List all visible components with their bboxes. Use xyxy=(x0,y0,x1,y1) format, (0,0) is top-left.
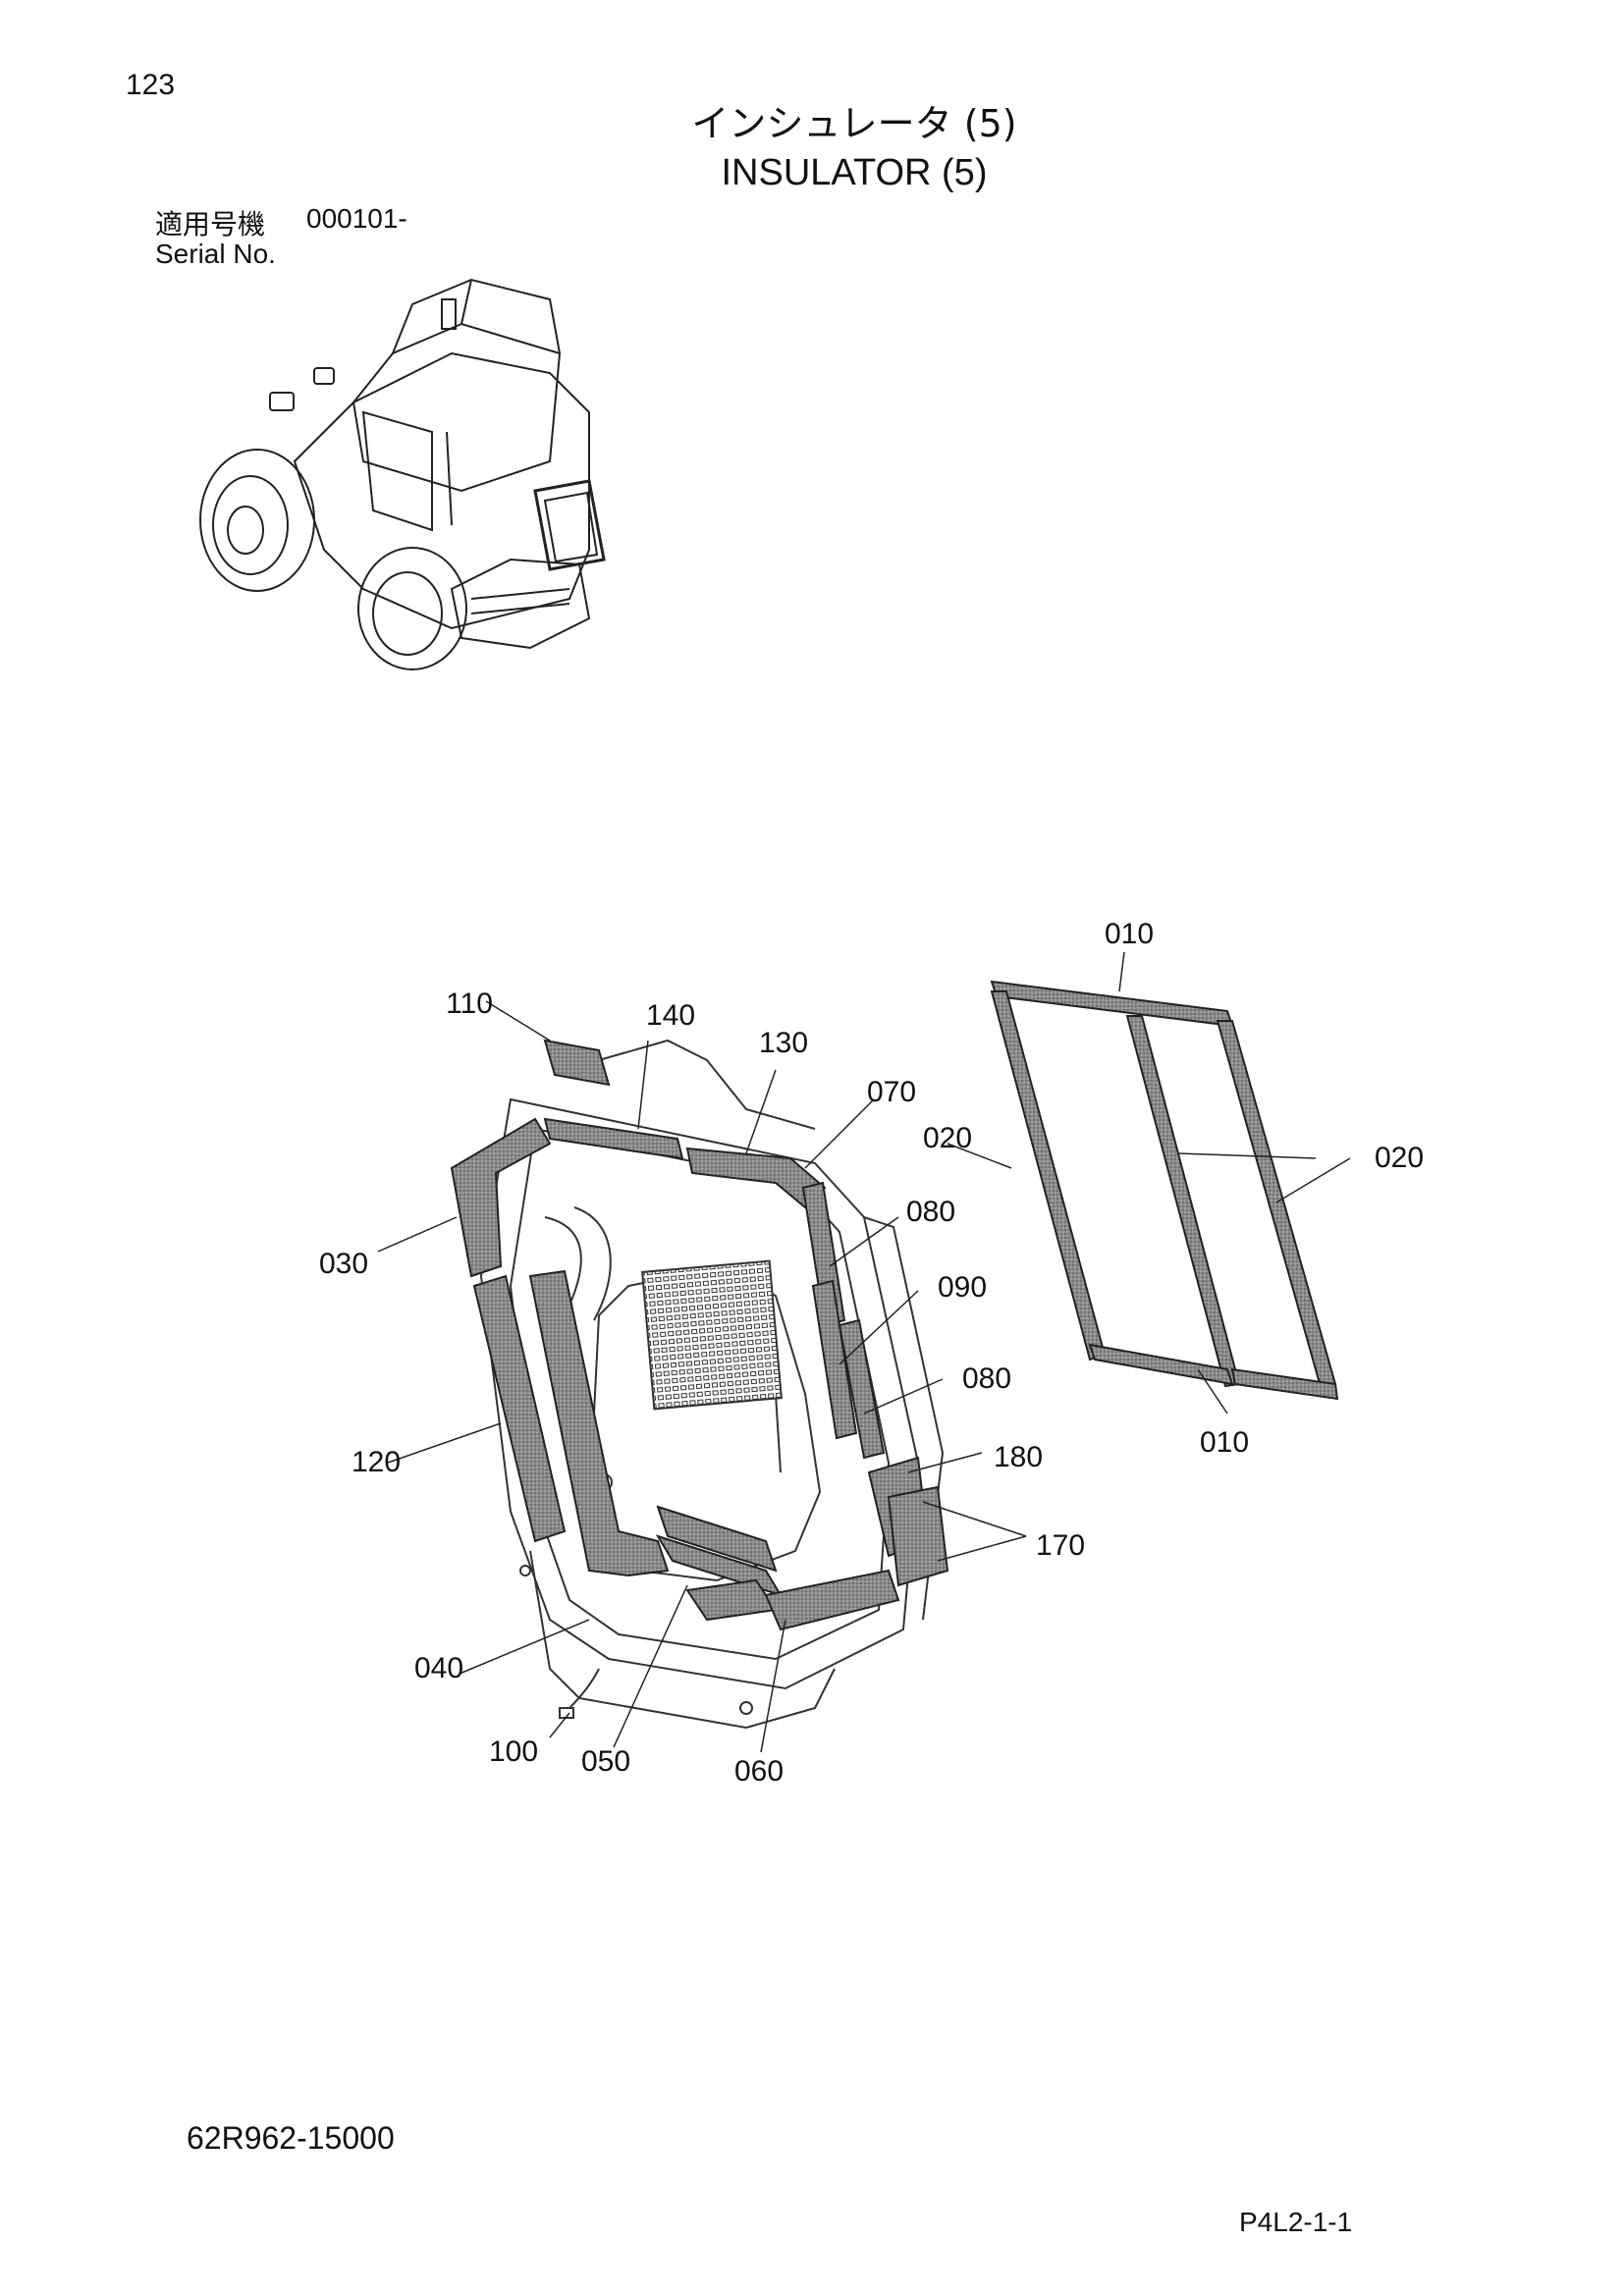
title-japanese: インシュレータ (5) xyxy=(691,102,1017,145)
callout-120: 120 xyxy=(351,1446,402,1478)
part-120 xyxy=(472,1274,567,1543)
callout-040: 040 xyxy=(413,1652,464,1684)
part-060b xyxy=(764,1569,900,1631)
part-030 xyxy=(450,1117,552,1278)
part-090 xyxy=(811,1279,858,1440)
serial-label-english: Serial No. xyxy=(155,239,276,269)
callout-170: 170 xyxy=(1035,1529,1086,1562)
callout-060: 060 xyxy=(733,1755,785,1788)
callout-030: 030 xyxy=(318,1248,369,1280)
callout-050: 050 xyxy=(580,1745,631,1778)
page-reference-code: P4L2-1-1 xyxy=(1239,2207,1353,2237)
callout-080-bottom: 080 xyxy=(961,1362,1012,1395)
page-number: 123 xyxy=(126,69,176,101)
callout-070: 070 xyxy=(866,1076,917,1108)
callout-020-left: 020 xyxy=(922,1122,973,1154)
serial-number-value: 000101- xyxy=(306,203,407,234)
part-050 xyxy=(656,1505,778,1573)
callout-010-top: 010 xyxy=(1104,918,1155,950)
insulator-frame-010-020 xyxy=(990,980,1339,1401)
callout-020-right: 020 xyxy=(1374,1142,1425,1174)
callout-100: 100 xyxy=(488,1735,539,1768)
part-040 xyxy=(528,1269,670,1577)
part-070 xyxy=(685,1147,827,1209)
callout-130: 130 xyxy=(758,1027,809,1059)
callout-180: 180 xyxy=(993,1441,1044,1473)
part-140 xyxy=(543,1117,684,1160)
callout-090: 090 xyxy=(937,1271,988,1304)
part-170 xyxy=(887,1485,949,1587)
callout-110: 110 xyxy=(446,988,493,1020)
document-number: 62R962-15000 xyxy=(187,2120,395,2156)
title-english: INSULATOR (5) xyxy=(721,152,988,193)
part-110 xyxy=(543,1039,611,1087)
callout-010-bottom: 010 xyxy=(1199,1426,1250,1459)
callout-140: 140 xyxy=(645,999,696,1032)
serial-label-japanese: 適用号機 xyxy=(155,208,266,240)
leader-lines xyxy=(377,951,1351,1753)
callout-080-top: 080 xyxy=(905,1196,956,1228)
